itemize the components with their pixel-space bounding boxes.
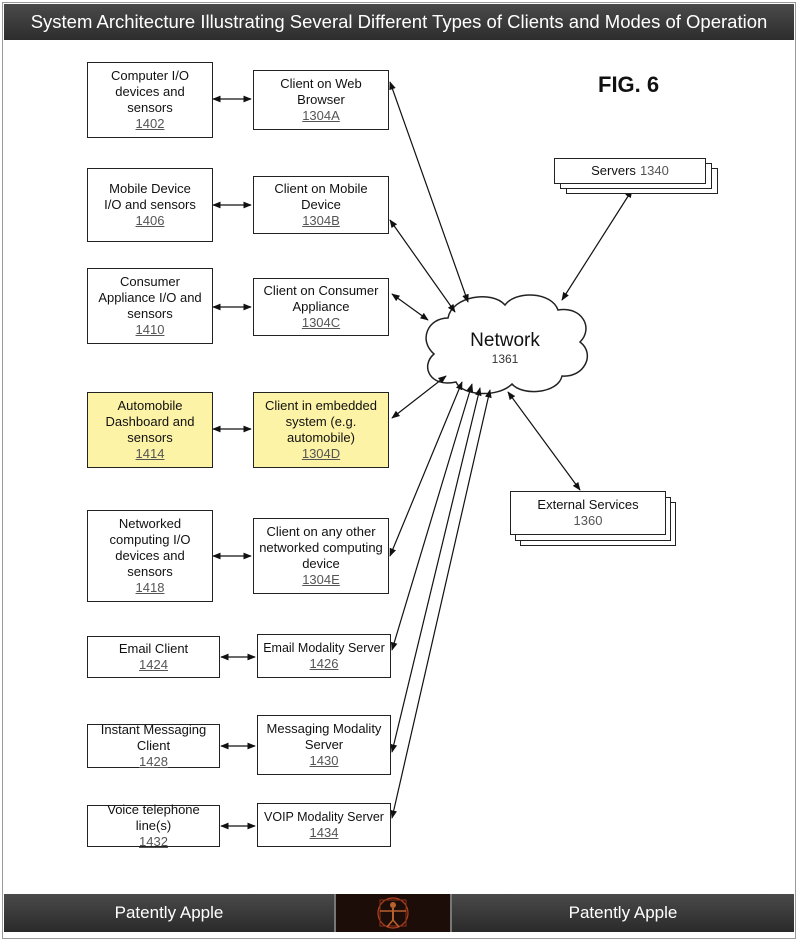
client-number: 1304A bbox=[302, 108, 340, 123]
vitruvian-logo-icon bbox=[334, 894, 452, 932]
client-label: Client on any other networked computing … bbox=[259, 524, 383, 571]
client-label: Client on Consumer Appliance bbox=[263, 283, 379, 314]
arrow-1304b-network bbox=[389, 219, 456, 313]
client-box-1430: Messaging Modality Server 1430 bbox=[257, 715, 391, 775]
external-number: 1360 bbox=[573, 513, 603, 528]
device-label: Email Client bbox=[118, 641, 189, 656]
device-number: 1432 bbox=[139, 834, 168, 849]
logo-figure-icon bbox=[377, 897, 409, 929]
device-box-1424: Email Client 1424 bbox=[87, 636, 220, 678]
client-label: Client in embedded system (e.g. automobi… bbox=[264, 398, 378, 445]
client-number: 1304B bbox=[302, 213, 340, 228]
device-label: Voice telephone line(s) bbox=[107, 802, 200, 833]
title-bar: System Architecture Illustrating Several… bbox=[4, 4, 794, 40]
device-box-1418: Networked computing I/O devices and sens… bbox=[87, 510, 213, 602]
device-number: 1428 bbox=[139, 754, 168, 769]
servers-number: 1340 bbox=[639, 163, 669, 178]
footer-left-text: Patently Apple bbox=[4, 894, 334, 932]
device-number: 1424 bbox=[139, 657, 168, 672]
client-number: 1304E bbox=[302, 572, 340, 587]
arrow-1304a-network bbox=[389, 81, 469, 303]
network-title: Network bbox=[470, 330, 540, 351]
client-label: Client on Mobile Device bbox=[274, 181, 368, 212]
external-services-box: External Services 1360 bbox=[510, 491, 666, 535]
client-box-1304c: Client on Consumer Appliance 1304C bbox=[253, 278, 389, 336]
device-label: Networked computing I/O devices and sens… bbox=[109, 516, 191, 579]
servers-box: Servers 1340 bbox=[554, 158, 706, 184]
arrow-1434-network bbox=[390, 389, 492, 819]
client-label: Messaging Modality Server bbox=[266, 721, 382, 752]
device-box-1410: Consumer Appliance I/O and sensors 1410 bbox=[87, 268, 213, 344]
device-box-1402: Computer I/O devices and sensors 1402 bbox=[87, 62, 213, 138]
client-label: VOIP Modality Server bbox=[264, 810, 384, 824]
client-box-1304b: Client on Mobile Device 1304B bbox=[253, 176, 389, 234]
device-label: Computer I/O devices and sensors bbox=[110, 68, 190, 115]
arrow-network-external bbox=[507, 391, 581, 491]
device-box-1414: Automobile Dashboard and sensors 1414 bbox=[87, 392, 213, 468]
client-label: Email Modality Server bbox=[263, 641, 385, 655]
device-number: 1410 bbox=[135, 322, 165, 337]
network-label: Network 1361 bbox=[450, 330, 560, 366]
client-box-1426: Email Modality Server 1426 bbox=[257, 634, 391, 678]
arrow-1430-network bbox=[390, 387, 482, 753]
device-box-1406: Mobile Device I/O and sensors 1406 bbox=[87, 168, 213, 242]
device-number: 1414 bbox=[135, 446, 165, 461]
client-number: 1304C bbox=[301, 315, 341, 330]
device-box-1428: Instant Messaging Client 1428 bbox=[87, 722, 220, 769]
footer-right-text: Patently Apple bbox=[452, 894, 794, 932]
figure-label: FIG. 6 bbox=[598, 72, 660, 97]
arrow-1426-network bbox=[390, 383, 474, 651]
client-box-1304e: Client on any other networked computing … bbox=[253, 518, 389, 594]
client-number: 1304D bbox=[301, 446, 341, 461]
client-number: 1426 bbox=[309, 656, 339, 671]
device-label: Consumer Appliance I/O and sensors bbox=[98, 274, 202, 321]
client-number: 1430 bbox=[309, 753, 339, 768]
device-label: Instant Messaging Client bbox=[100, 722, 207, 753]
external-label: External Services bbox=[537, 497, 639, 512]
client-box-1304a: Client on Web Browser 1304A bbox=[253, 70, 389, 130]
device-number: 1418 bbox=[135, 580, 165, 595]
arrow-1304e-network bbox=[389, 381, 463, 557]
servers-label: Servers bbox=[591, 163, 636, 178]
arrow-1304c-network bbox=[391, 293, 429, 321]
device-label: Mobile Device I/O and sensors bbox=[104, 181, 196, 212]
arrow-network-servers bbox=[561, 189, 633, 301]
device-label: Automobile Dashboard and sensors bbox=[105, 398, 195, 445]
client-box-1304d: Client in embedded system (e.g. automobi… bbox=[253, 392, 389, 468]
network-number: 1361 bbox=[491, 352, 519, 366]
arrow-1304d-network bbox=[391, 375, 447, 419]
device-number: 1406 bbox=[135, 213, 165, 228]
client-label: Client on Web Browser bbox=[280, 76, 362, 107]
client-box-1434: VOIP Modality Server 1434 bbox=[257, 803, 391, 847]
device-box-1432: Voice telephone line(s) 1432 bbox=[87, 802, 220, 849]
client-number: 1434 bbox=[309, 825, 339, 840]
footer-bar: Patently Apple Patently Apple bbox=[4, 894, 794, 932]
device-number: 1402 bbox=[135, 116, 165, 131]
network-cloud bbox=[425, 294, 589, 395]
